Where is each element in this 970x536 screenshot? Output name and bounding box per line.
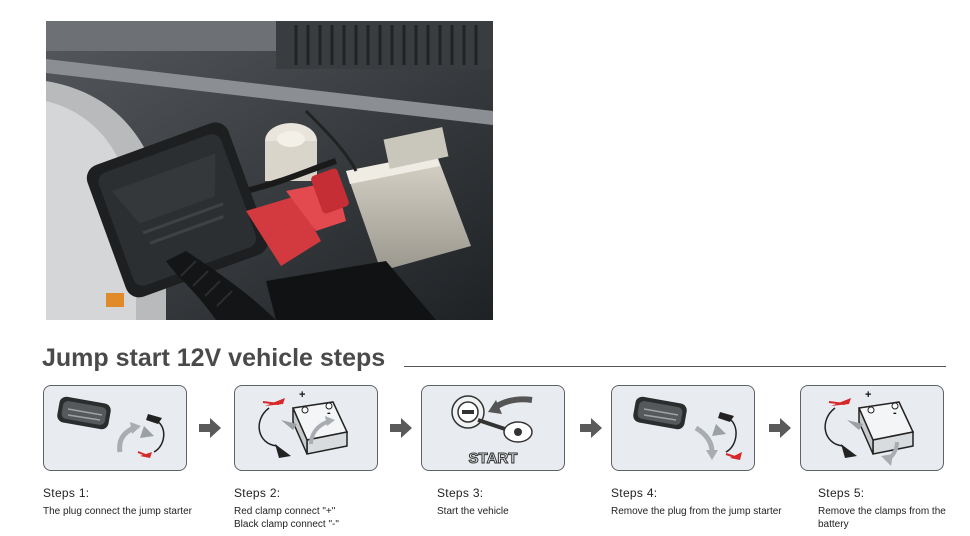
steps-heading-row: Jump start 12V vehicle steps — [42, 344, 946, 378]
engine-bay-photo — [46, 21, 493, 320]
clamp-cable-icon — [137, 414, 165, 458]
jump-starter-icon — [633, 396, 687, 430]
car-battery-icon — [857, 401, 915, 455]
step-2-title: Steps 2: — [234, 486, 281, 500]
step-5-desc-line2: battery — [818, 519, 849, 530]
step-1-image — [43, 385, 187, 471]
step-5-title: Steps 5: — [818, 486, 865, 500]
step-3-desc-line1: Start the vehicle — [437, 506, 509, 517]
step-1-desc-line1: The plug connect the jump starter — [43, 506, 192, 517]
step-2-desc-line1: Red clamp connect "+" — [234, 506, 336, 517]
step-4-desc: Remove the plug from the jump starter — [611, 505, 782, 518]
engine-bay-jump-starter-photo — [46, 21, 493, 320]
step-3-title: Steps 3: — [437, 486, 484, 500]
step-1-title: Steps 1: — [43, 486, 90, 500]
battery-minus-label: - — [327, 407, 331, 419]
step-3-image: START — [421, 385, 565, 471]
arrow-right-icon — [199, 418, 221, 438]
clamp-cable-icon — [712, 412, 742, 460]
step-4-desc-line1: Remove the plug from the jump starter — [611, 506, 782, 517]
battery-minus-label: - — [893, 407, 897, 419]
arrow-right-icon — [390, 418, 412, 438]
start-label: START — [469, 450, 518, 467]
step-5-desc: Remove the clamps from the battery — [818, 505, 946, 531]
arrow-right-icon — [769, 418, 791, 438]
battery-plus-label: + — [299, 389, 305, 401]
page-title: Jump start 12V vehicle steps — [42, 344, 386, 372]
step-5-desc-line1: Remove the clamps from the — [818, 506, 946, 517]
battery-plus-label: + — [865, 389, 871, 401]
arrow-right-icon — [580, 418, 602, 438]
clamp-cable-icon — [258, 398, 297, 458]
step-5-image: + - — [800, 385, 944, 471]
step-2-desc-line2: Black clamp connect "-" — [234, 519, 339, 530]
jump-starter-icon — [57, 396, 111, 430]
car-battery-icon — [291, 401, 349, 455]
heading-divider — [404, 366, 946, 367]
step-2-image: + - — [234, 385, 378, 471]
step-1-desc: The plug connect the jump starter — [43, 505, 192, 518]
step-3-desc: Start the vehicle — [437, 505, 509, 518]
ignition-key-icon — [451, 395, 533, 443]
step-4-title: Steps 4: — [611, 486, 658, 500]
step-4-image — [611, 385, 755, 471]
clamp-cable-icon — [824, 398, 863, 458]
step-2-desc: Red clamp connect "+" Black clamp connec… — [234, 505, 339, 531]
